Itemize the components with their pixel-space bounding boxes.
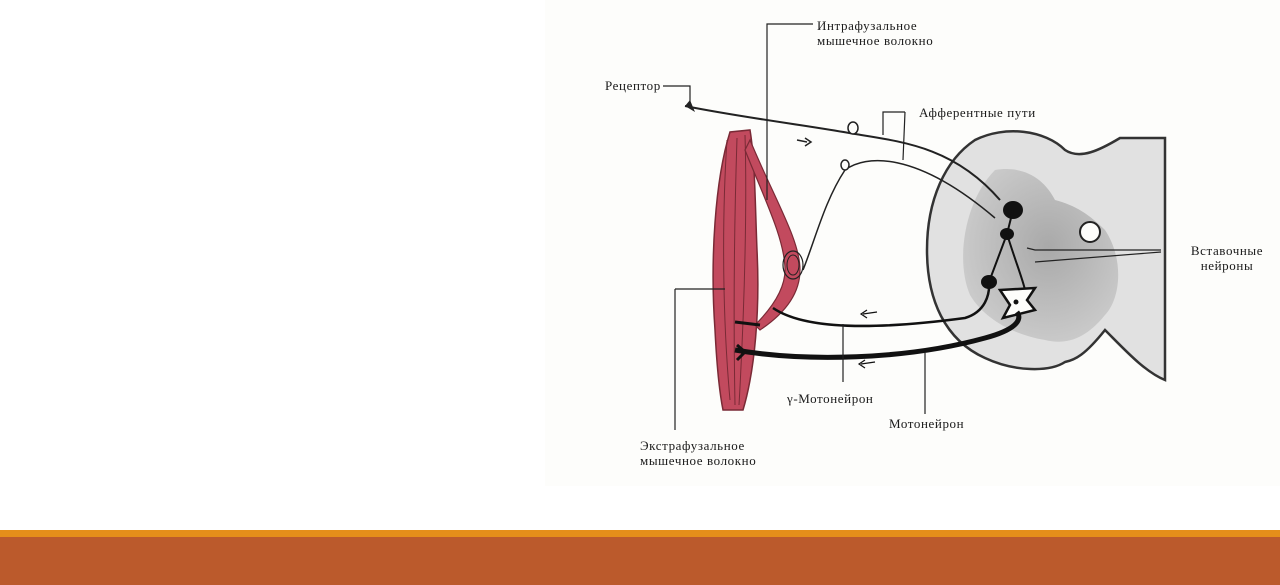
label-motoneuron: Мотонейрон <box>889 416 965 431</box>
label-interneurons: Вставочные нейроны <box>1179 243 1275 273</box>
label-extrafusal-line1: Экстрафузальное <box>640 438 745 453</box>
footer-accent-stripe <box>0 530 1280 537</box>
afferent-fibres <box>684 100 1001 271</box>
efferent-fibres <box>734 281 1022 369</box>
leader-lines <box>663 23 1162 430</box>
label-interneurons-line2: нейроны <box>1200 258 1254 273</box>
label-interneurons-line1: Вставочные <box>1190 243 1264 258</box>
spinal-cord-section <box>925 130 1167 382</box>
diagram-drawing <box>663 23 1167 430</box>
label-intrafusal-line1: Интрафузальное <box>817 18 918 33</box>
footer-bar <box>0 537 1280 585</box>
motoneuron-body <box>997 286 1038 320</box>
label-extrafusal: Экстрафузальное мышечное волокно <box>640 438 756 468</box>
label-intrafusal-line2: мышечное волокно <box>817 33 934 48</box>
label-gamma-motoneuron: γ-Мотонейрон <box>787 391 874 406</box>
label-intrafusal: Интрафузальное мышечное волокно <box>817 18 933 48</box>
reflex-arc-diagram: Интрафузальное мышечное волокно Рецептор… <box>545 0 1280 486</box>
interneurons <box>981 201 1026 291</box>
extrafusal-muscle <box>712 129 759 411</box>
label-extrafusal-line2: мышечное волокно <box>640 453 757 468</box>
label-afferent: Афферентные пути <box>919 105 1036 120</box>
label-receptor: Рецептор <box>605 78 661 93</box>
